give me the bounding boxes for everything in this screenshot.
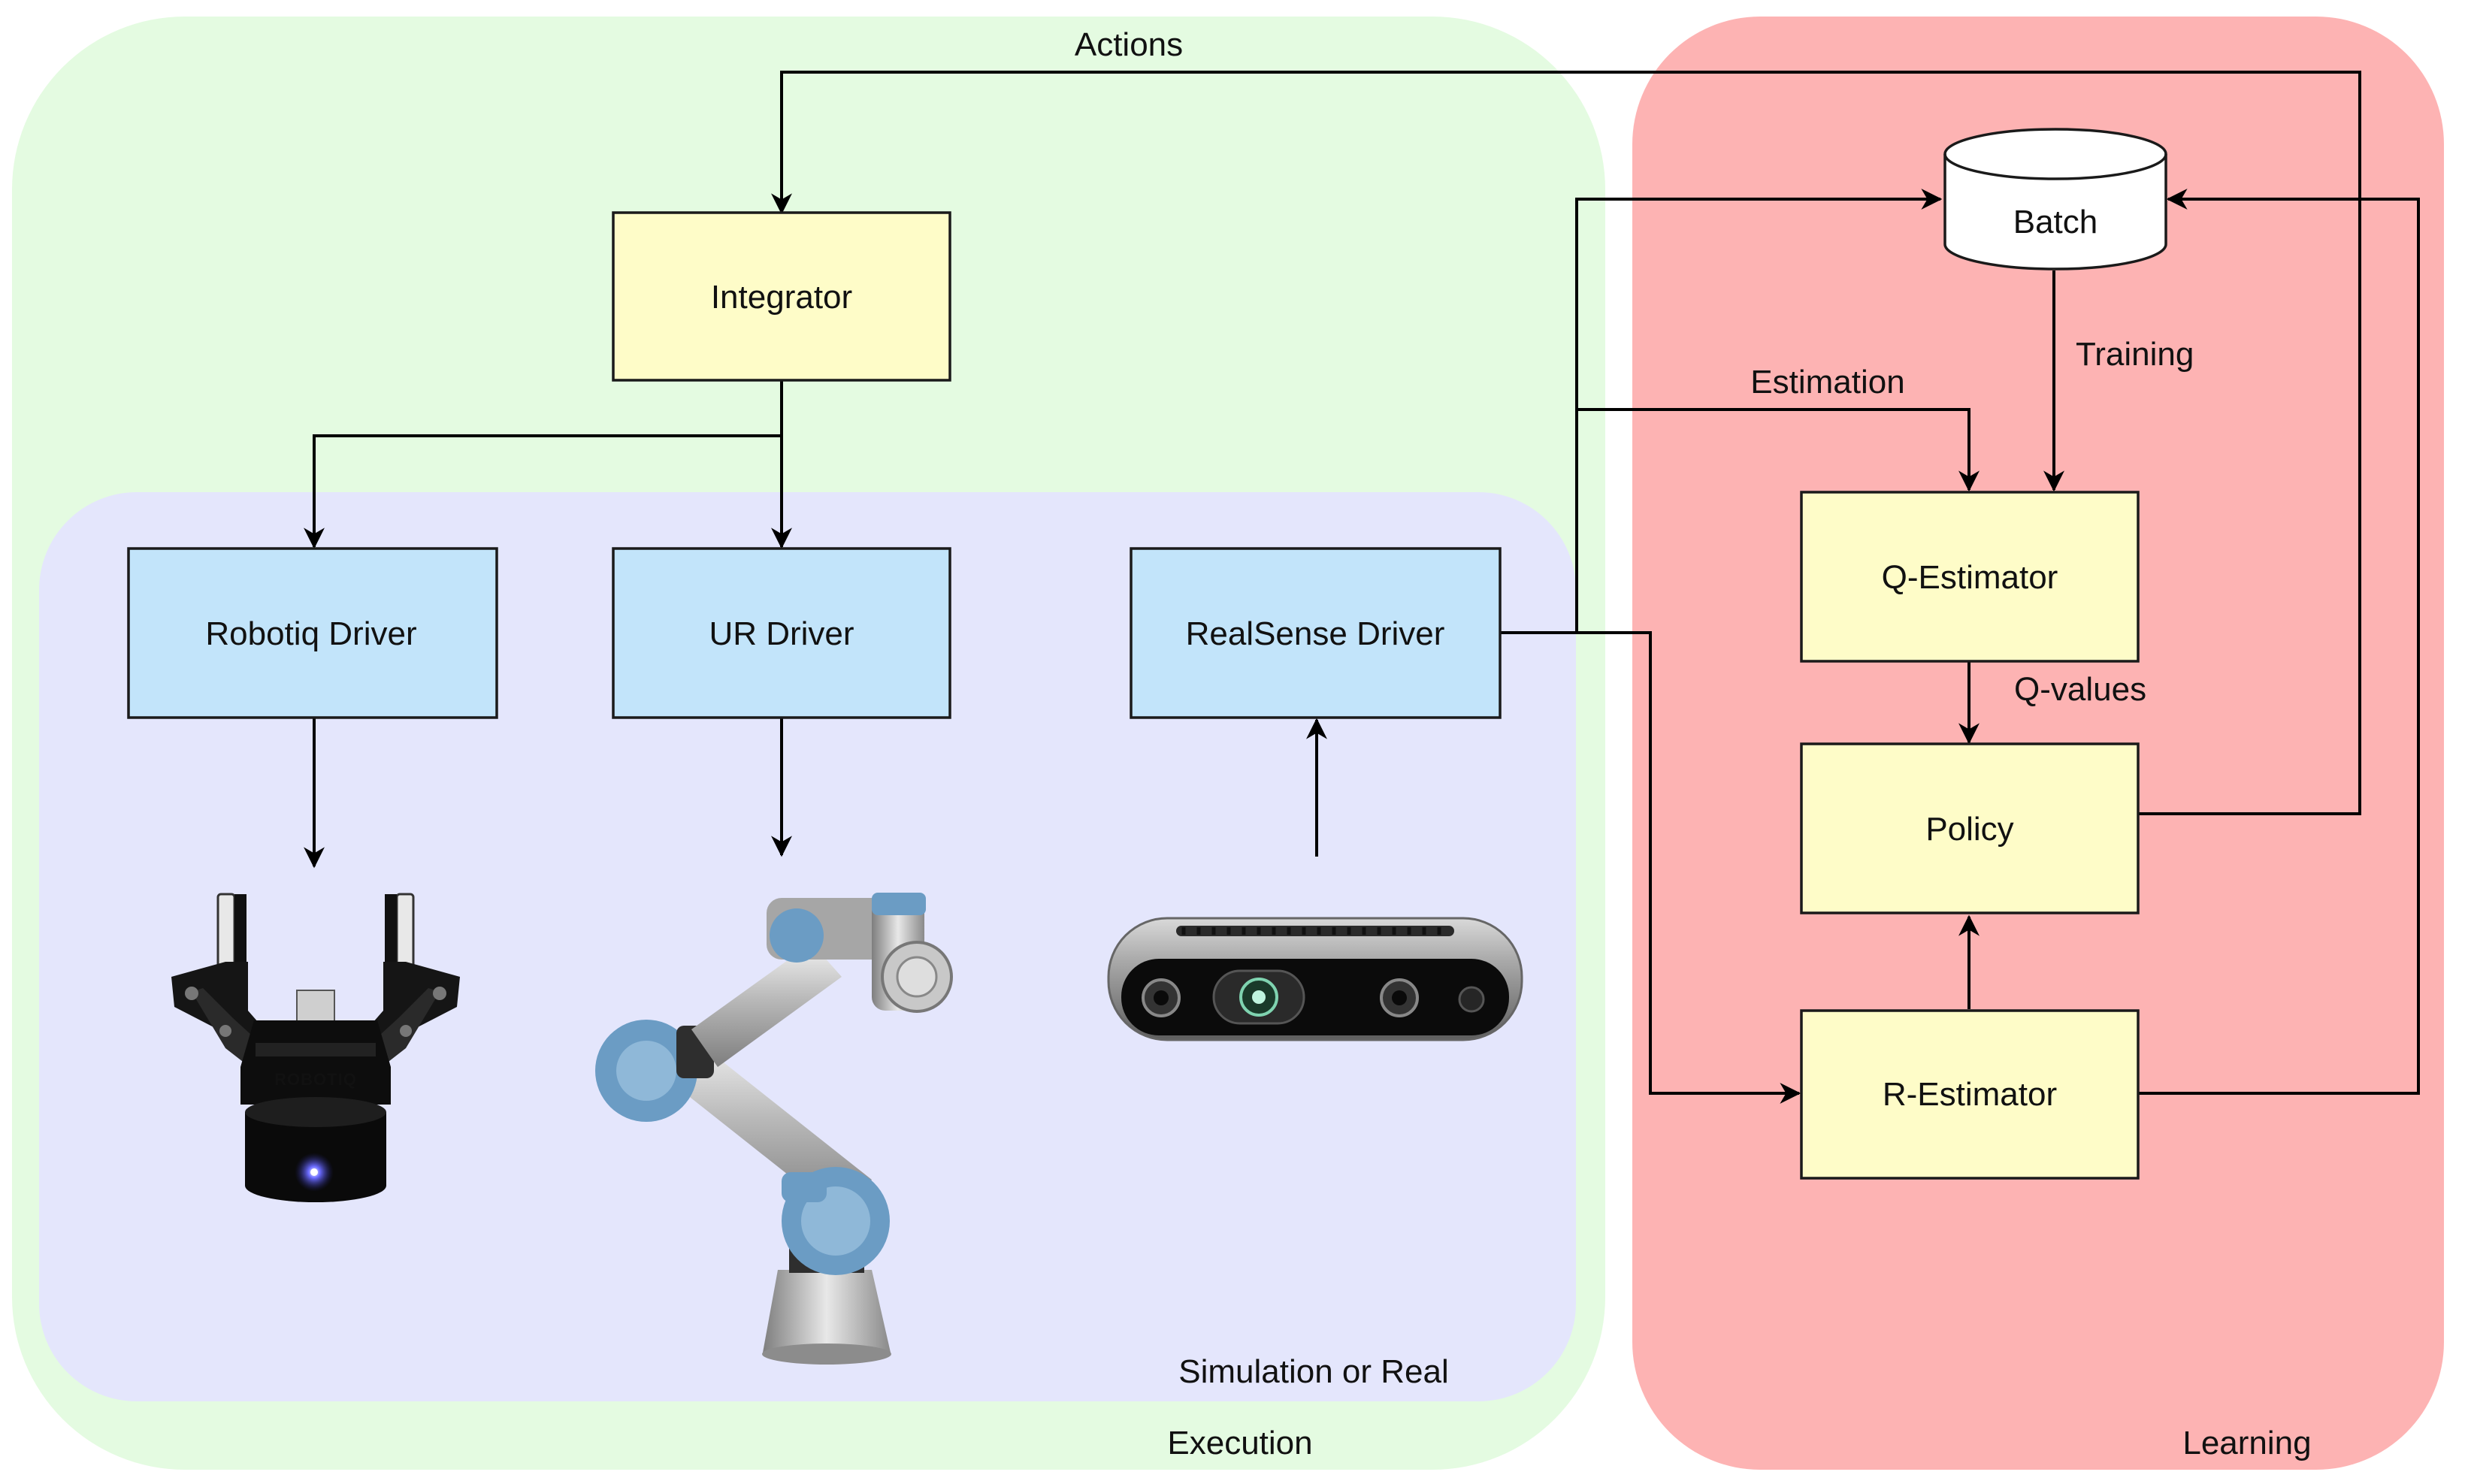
node-policy: Policy	[1800, 742, 2140, 914]
node-q-estimator-box	[1800, 491, 2140, 663]
node-q-estimator-label: Q-Estimator	[1882, 559, 2058, 596]
robotiq-gripper-icon: ROBOTIQ	[171, 893, 460, 1202]
node-robotiq-driver-label: Robotiq Driver	[205, 615, 416, 652]
node-ur-driver-label: UR Driver	[709, 615, 854, 652]
node-r-estimator: R-Estimator	[1800, 1009, 2140, 1180]
node-batch-label: Batch	[2013, 204, 2098, 240]
edge-realsense-to-q-estimator	[1577, 408, 1980, 492]
node-robotiq-driver-box	[127, 547, 498, 719]
node-robotiq-driver: Robotiq Driver	[127, 547, 498, 719]
node-integrator-label: Integrator	[711, 279, 852, 316]
node-realsense-driver-box	[1130, 547, 1502, 719]
node-q-estimator: Q-Estimator	[1800, 491, 2140, 663]
node-realsense-driver-label: RealSense Driver	[1186, 615, 1445, 652]
edge-label-estimation: Estimation	[1750, 364, 1904, 400]
robotiq-gripper-logo-text: ROBOTIQ	[274, 1070, 357, 1089]
learning-region-label: Learning	[2182, 1425, 2311, 1461]
node-policy-box	[1800, 742, 2140, 914]
node-ur-driver-box	[612, 547, 951, 719]
node-policy-label: Policy	[1925, 811, 2013, 848]
node-realsense-driver: RealSense Driver	[1130, 547, 1502, 719]
execution-region-label: Execution	[1167, 1425, 1312, 1461]
node-r-estimator-label: R-Estimator	[1883, 1076, 2057, 1113]
node-ur-driver: UR Driver	[612, 547, 951, 719]
edge-label-training: Training	[2076, 336, 2194, 373]
edge-label-actions: Actions	[1075, 26, 1183, 63]
node-integrator: Integrator	[612, 211, 951, 382]
node-batch-cylinder	[1943, 128, 2167, 271]
node-r-estimator-box	[1800, 1009, 2140, 1180]
realsense-camera-icon	[1107, 917, 1523, 1041]
edge-label-q-values: Q-values	[2014, 671, 2146, 708]
node-integrator-box	[612, 211, 951, 382]
edges	[304, 71, 2420, 1104]
ur-robot-arm-icon	[595, 893, 953, 1365]
node-batch: Batch	[1943, 128, 2167, 271]
simulation-region-label: Simulation or Real	[1178, 1353, 1449, 1390]
edge-realsense-to-r-estimator	[1500, 631, 1801, 1104]
edge-r-estimator-to-batch	[2138, 189, 2420, 1095]
node-batch-cylinder-rim	[1943, 153, 2167, 180]
edge-policy-to-integrator	[771, 71, 2361, 815]
